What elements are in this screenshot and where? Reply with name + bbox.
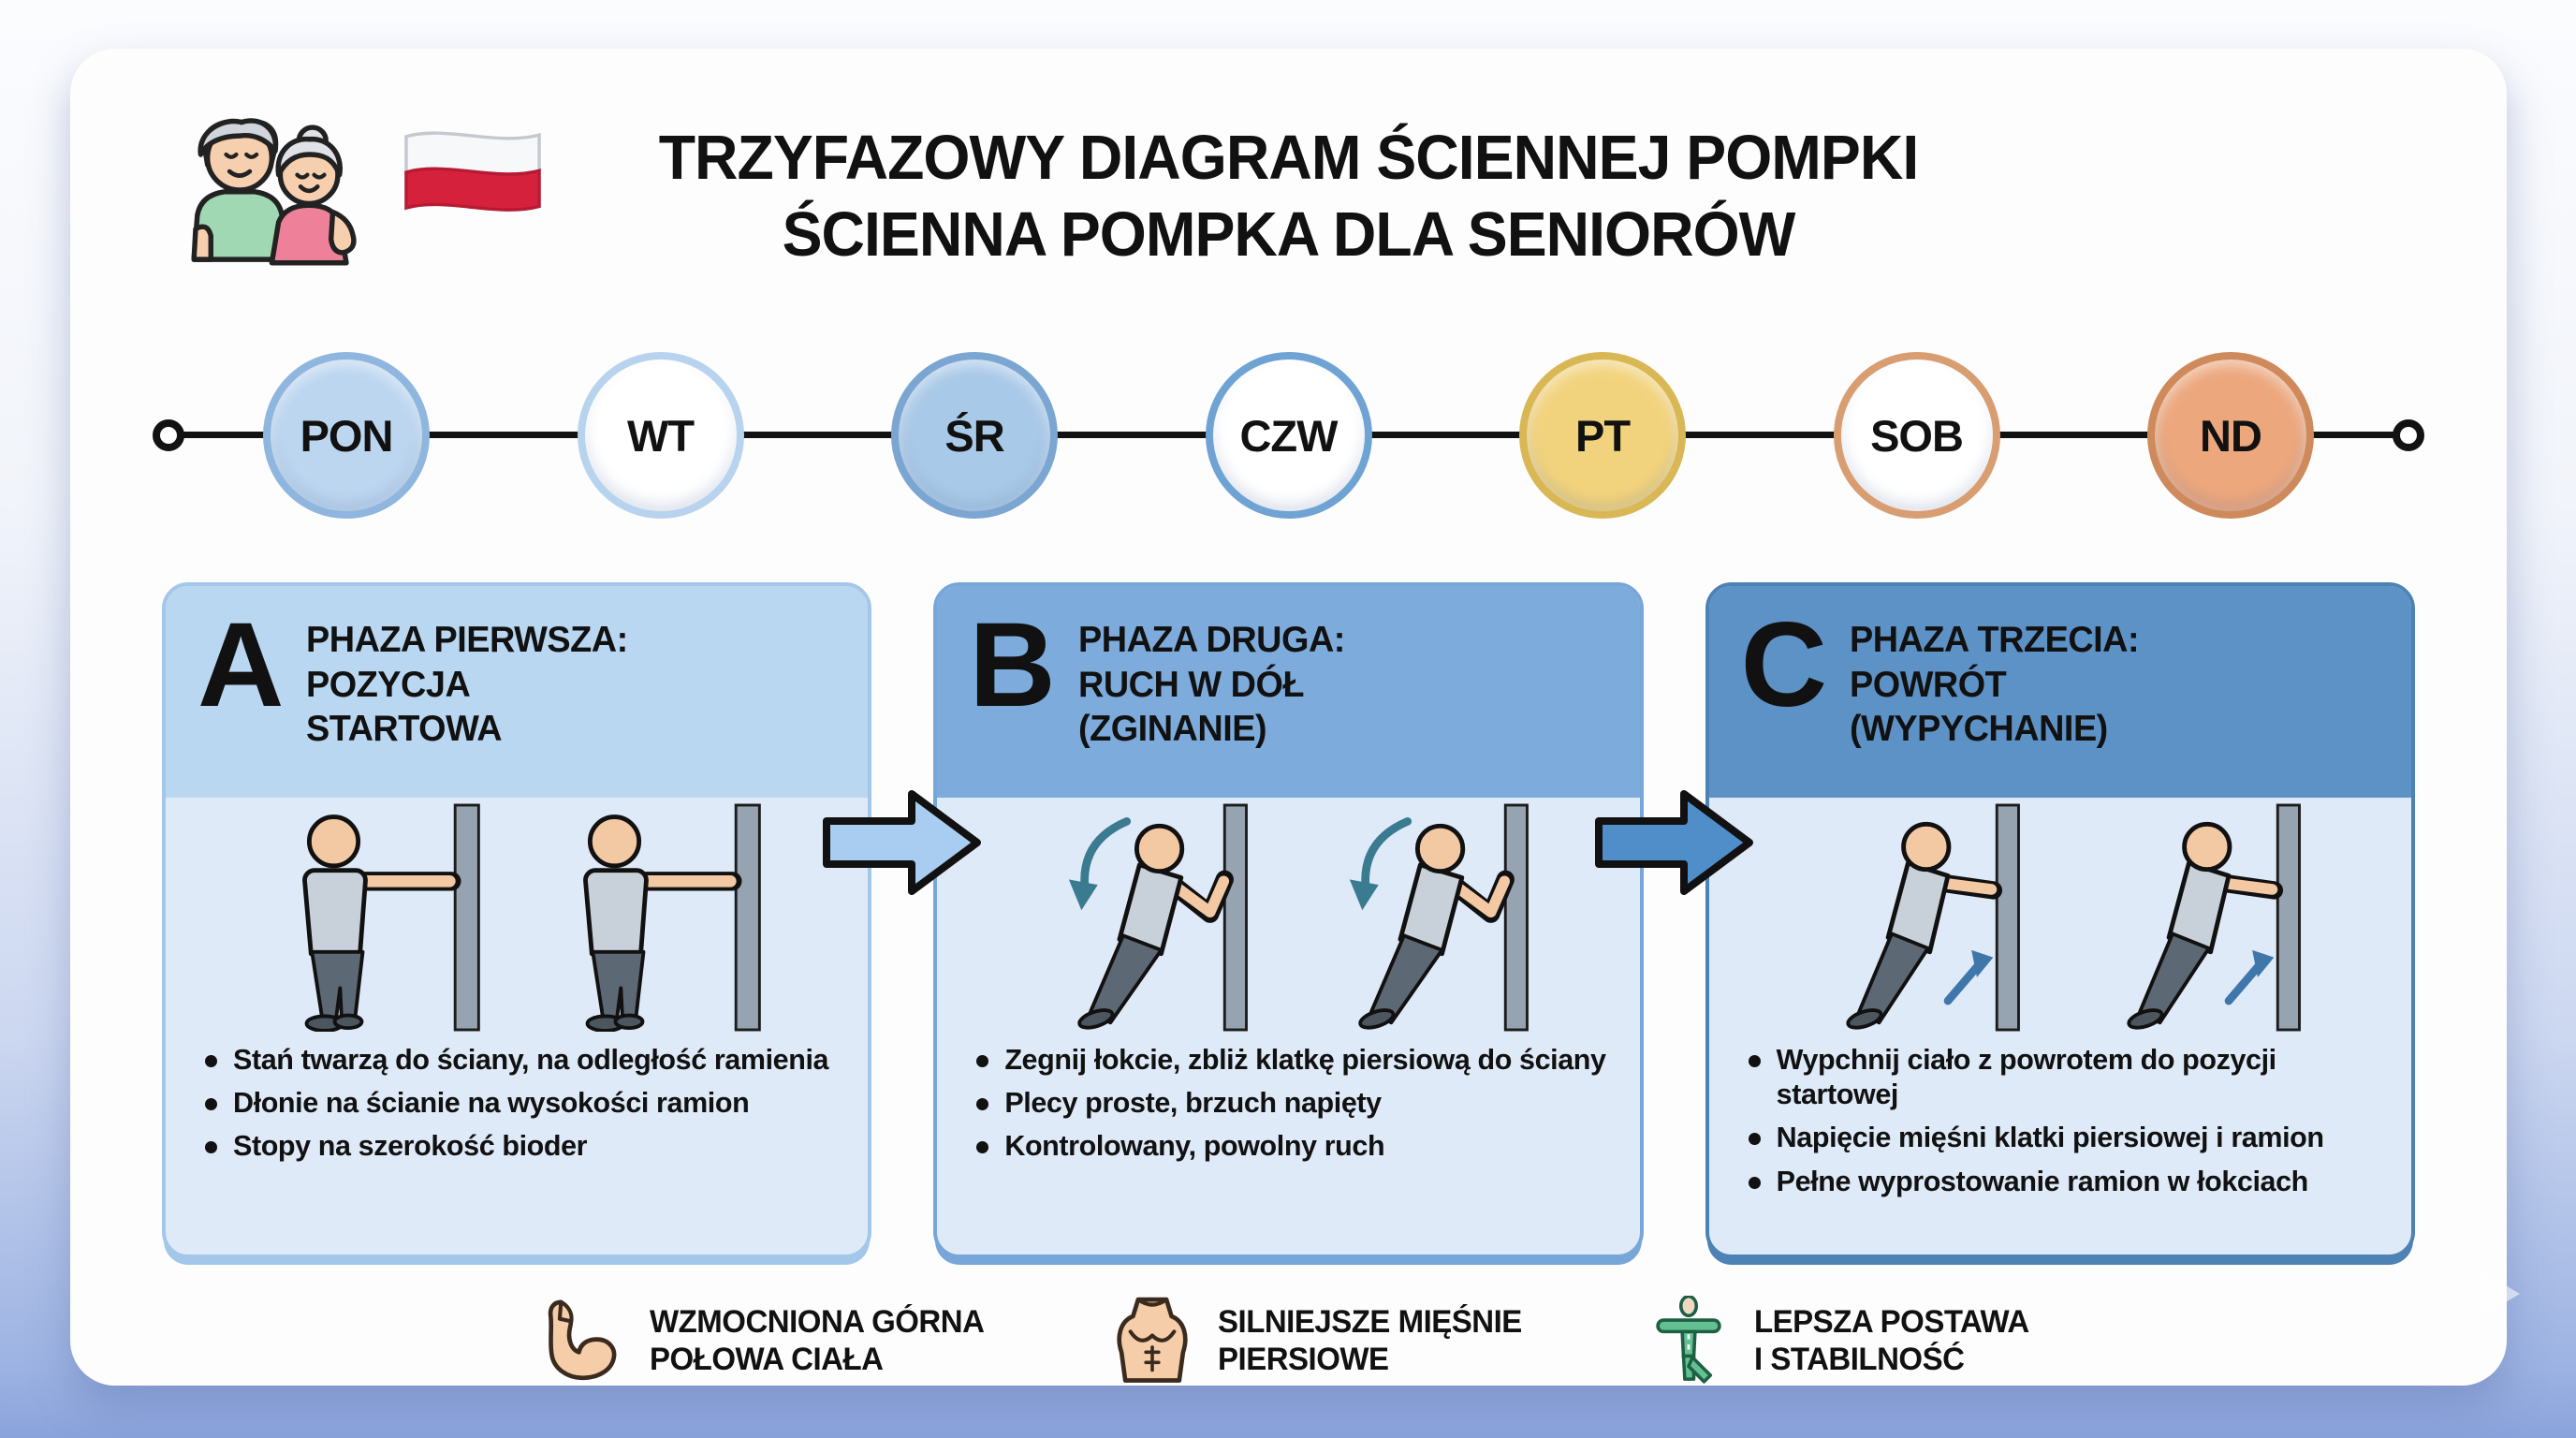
phase-c-letter: C [1740, 598, 1827, 732]
week-timeline: PON WT ŚR CZW PT SOB ND [153, 346, 2424, 524]
phase-title-line: (ZGINANIE) [1077, 709, 1267, 750]
bullet: Wypchnij ciało z powrotem do pozycji sta… [1745, 1043, 2387, 1112]
benefit-label-line: WZMOCNIONA GÓRNA [650, 1303, 985, 1340]
flexed-biceps-icon [549, 1299, 617, 1381]
day-label: ŚR [944, 410, 1004, 461]
arrow-slot-2 [1594, 582, 1753, 1258]
phase-title-line: (WYPYCHANIE) [1850, 709, 2108, 750]
timeline-day-sob: SOB [1833, 352, 2000, 519]
day-label: SOB [1870, 410, 1964, 461]
benefit-label-line: PIERSIOWE [1217, 1342, 1389, 1377]
benefit-label-line: SILNIEJSZE MIĘŚNIE [1217, 1303, 1522, 1340]
bullet: Stopy na szerokość bioder [201, 1129, 843, 1164]
poland-flag-icon [404, 131, 541, 212]
chest-muscles-icon [1117, 1297, 1188, 1383]
phase-c-illustration [1709, 798, 2411, 1037]
bullet-text: Napięcie mięśni klatki piersiowej i rami… [1776, 1122, 2324, 1154]
benefit-label: SILNIEJSZE MIĘŚNIE PIERSIOWE [1218, 1303, 1531, 1378]
phase-panel-c: C PHAZA TRZECIA: POWRÓT (WYPYCHANIE) [1705, 582, 2415, 1258]
phase-title-line: RUCH W DÓŁ [1077, 664, 1304, 705]
phase-title-line: STARTOWA [306, 709, 503, 750]
phase-panel-b: B PHAZA DRUGA: RUCH W DÓŁ (ZGINANIE) [933, 582, 1644, 1258]
bullet-text: Dłonie na ścianie na wysokości ramion [233, 1087, 750, 1120]
bullet: Plecy proste, brzuch napięty [973, 1086, 1615, 1121]
timeline-start-dot [153, 419, 184, 451]
timeline-day-czw: CZW [1205, 352, 1372, 519]
phase-b-title: PHAZA DRUGA: RUCH W DÓŁ (ZGINANIE) [1078, 610, 1354, 779]
phase-title-line: POZYCJA [306, 664, 471, 705]
phase-title-line: PHAZA DRUGA: [1077, 620, 1345, 660]
phase-b-header: B PHAZA DRUGA: RUCH W DÓŁ (ZGINANIE) [937, 586, 1640, 798]
bullet: Napięcie mięśni klatki piersiowej i rami… [1745, 1121, 2387, 1155]
timeline-day-pon: PON [263, 352, 430, 519]
phase-a-title: PHAZA PIERWSZA: POZYCJA STARTOWA [306, 610, 637, 779]
day-label: WT [626, 410, 695, 461]
timeline-day-sr: ŚR [891, 352, 1058, 519]
header: TRZYFAZOWY DIAGRAM ŚCIENNEJ POMPKI ŚCIEN… [136, 84, 2441, 318]
infographic-card: TRZYFAZOWY DIAGRAM ŚCIENNEJ POMPKI ŚCIEN… [70, 49, 2507, 1386]
benefit-label-line: POŁOWA CIAŁA [650, 1342, 884, 1377]
bullet: Stań twarzą do ściany, na odległość rami… [201, 1043, 843, 1078]
phase-a-header: A PHAZA PIERWSZA: POZYCJA STARTOWA [166, 586, 869, 798]
phases-row: A PHAZA PIERWSZA: POZYCJA STARTOWA [162, 582, 2415, 1258]
bullet-text: Zegnij łokcie, zbliż klatkę piersiową do… [1004, 1044, 1606, 1076]
phase-arrow-b-to-c [1594, 790, 1753, 895]
timeline-end-dot [2393, 419, 2424, 451]
day-label: ND [2200, 410, 2262, 461]
senior-couple-icon [191, 118, 357, 266]
day-label: CZW [1239, 410, 1338, 461]
bullet-text: Stopy na szerokość bioder [233, 1130, 588, 1163]
bullet-text: Pełne wyprostowanie ramion w łokciach [1776, 1165, 2309, 1197]
phase-b-bullets: Zegnij łokcie, zbliż klatkę piersiową do… [937, 1037, 1639, 1173]
phase-c-bullets: Wypchnij ciało z powrotem do pozycji sta… [1709, 1037, 2411, 1208]
timeline-day-pt: PT [1519, 352, 1686, 519]
bullet: Dłonie na ścianie na wysokości ramion [201, 1086, 843, 1121]
benefit-upper-body: WZMOCNIONA GÓRNA POŁOWA CIAŁA [539, 1296, 994, 1386]
bullet-text: Plecy proste, brzuch napięty [1004, 1087, 1382, 1120]
timeline-day-nd: ND [2147, 352, 2314, 519]
posture-figure-icon [1656, 1296, 1721, 1384]
bullet: Kontrolowany, powolny ruch [973, 1129, 1615, 1164]
title-line-2: ŚCIENNA POMPKA DLA SENIORÓW [782, 198, 1796, 270]
benefit-label-line: I STABILNOŚĆ [1753, 1342, 1965, 1377]
title-line-1: TRZYFAZOWY DIAGRAM ŚCIENNEJ POMPKI [658, 123, 1920, 193]
benefit-posture: LEPSZA POSTAWA I STABILNOŚĆ [1644, 1296, 2038, 1386]
day-label: PT [1574, 410, 1631, 461]
bullet-text: Stań twarzą do ściany, na odległość rami… [233, 1044, 829, 1076]
benefits-row: WZMOCNIONA GÓRNA POŁOWA CIAŁA SILNIEJSZE… [136, 1296, 2441, 1386]
arrow-slot-1 [823, 582, 982, 1258]
phase-title-line: PHAZA TRZECIA: [1850, 620, 2140, 660]
phase-panel-a: A PHAZA PIERWSZA: POZYCJA STARTOWA [162, 582, 872, 1258]
page-corner-chevron-decoration [2479, 1269, 2520, 1318]
day-label: PON [300, 410, 394, 461]
phase-a-illustration [166, 798, 868, 1037]
bullet: Pełne wyprostowanie ramion w łokciach [1745, 1165, 2387, 1199]
phase-a-bullets: Stań twarzą do ściany, na odległość rami… [166, 1037, 868, 1173]
phase-title-line: PHAZA PIERWSZA: [306, 620, 629, 660]
phase-b-illustration [937, 798, 1639, 1037]
bullet-text: Wypchnij ciało z powrotem do pozycji sta… [1776, 1044, 2277, 1111]
bullet: Zegnij łokcie, zbliż klatkę piersiową do… [973, 1043, 1615, 1078]
phase-c-title: PHAZA TRZECIA: POWRÓT (WYPYCHANIE) [1850, 610, 2148, 779]
benefit-label: WZMOCNIONA GÓRNA POŁOWA CIAŁA [650, 1303, 994, 1378]
benefit-label: LEPSZA POSTAWA I STABILNOŚĆ [1754, 1303, 2038, 1378]
timeline-day-wt: WT [577, 352, 744, 519]
phase-a-letter: A [198, 598, 284, 732]
phase-title-line: POWRÓT [1850, 664, 2007, 705]
phase-c-header: C PHAZA TRZECIA: POWRÓT (WYPYCHANIE) [1708, 586, 2411, 798]
benefit-chest-muscles: SILNIEJSZE MIĘŚNIE PIERSIOWE [1107, 1296, 1531, 1386]
phase-arrow-a-to-b [823, 790, 982, 895]
benefit-label-line: LEPSZA POSTAWA [1753, 1303, 2029, 1340]
page-title: TRZYFAZOWY DIAGRAM ŚCIENNEJ POMPKI ŚCIEN… [136, 84, 2441, 272]
phase-b-letter: B [969, 598, 1055, 732]
bullet-text: Kontrolowany, powolny ruch [1004, 1130, 1385, 1163]
